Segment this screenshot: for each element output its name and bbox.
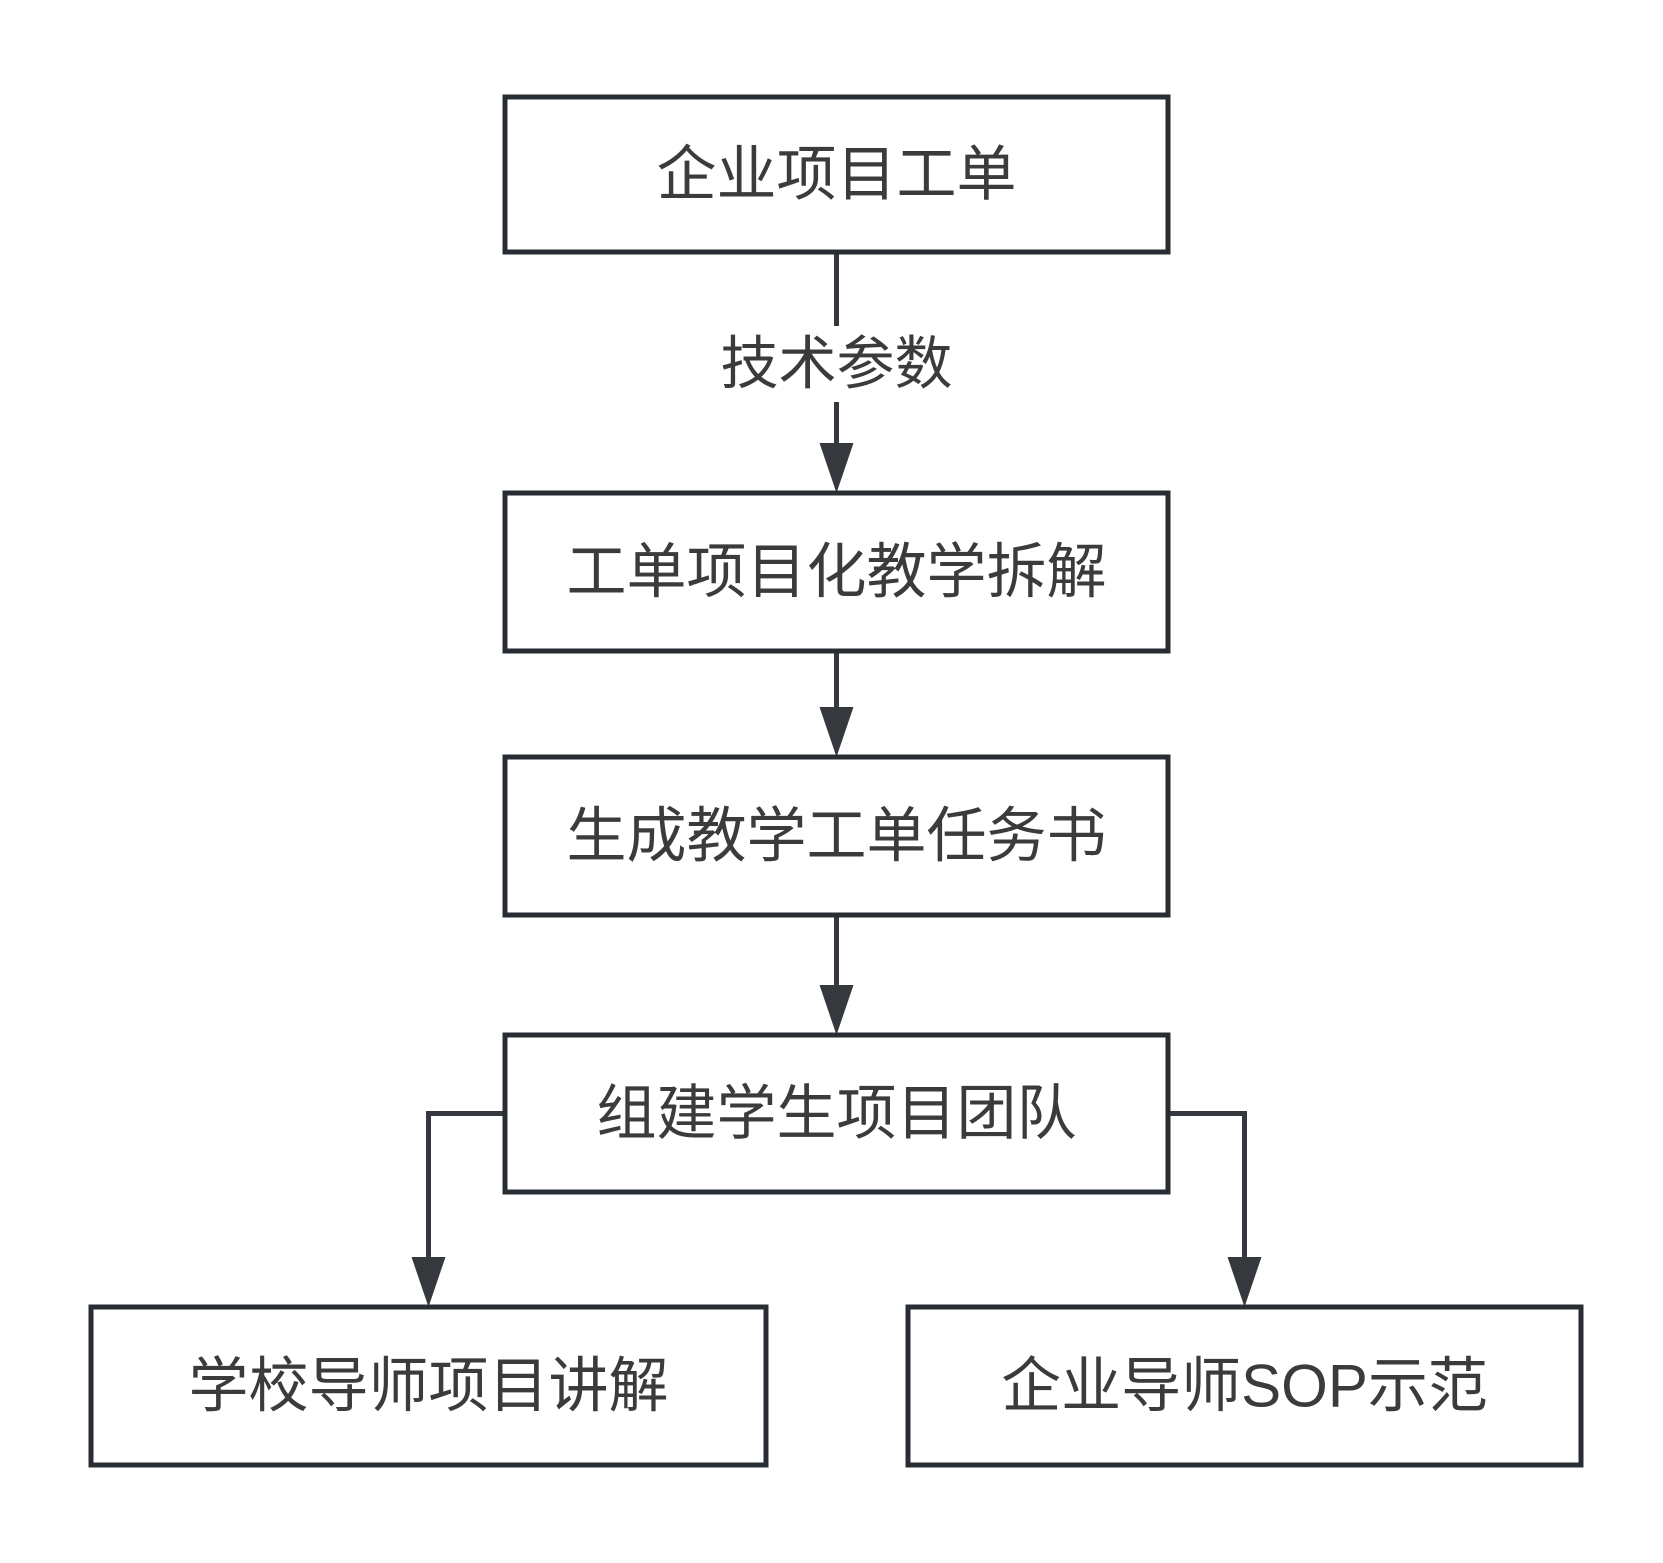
node-label: 生成教学工单任务书 <box>567 803 1107 870</box>
node-box <box>502 490 1171 654</box>
arrow-down-icon <box>819 443 854 493</box>
node-box <box>502 1032 1171 1195</box>
arrow-down-icon <box>1227 1257 1262 1307</box>
node-label: 工单项目化教学拆解 <box>567 539 1107 606</box>
arrow-down-icon <box>411 1257 446 1307</box>
flow-node-work-order-teaching-breakdown: 工单项目化教学拆解 <box>502 490 1171 654</box>
edge-line <box>1168 1111 1247 1299</box>
node-label: 企业项目工单 <box>657 141 1017 208</box>
edge-label-background <box>706 326 967 402</box>
arrow-down-icon <box>819 985 854 1035</box>
node-box <box>502 94 1171 255</box>
edge-enterprise-to-breakdown: 技术参数 <box>706 252 967 493</box>
edge-line <box>426 1111 505 1299</box>
edge-team-to-enterprise-mentor <box>1168 1111 1262 1307</box>
flow-node-enterprise-work-order: 企业项目工单 <box>502 94 1171 255</box>
node-box <box>905 1304 1584 1468</box>
edge-label: 技术参数 <box>720 332 952 397</box>
node-label: 企业导师SOP示范 <box>1001 1353 1488 1420</box>
node-box <box>502 754 1171 918</box>
flow-node-school-mentor-explanation: 学校导师项目讲解 <box>88 1304 769 1468</box>
edge-breakdown-to-taskbook <box>819 651 854 757</box>
arrow-down-icon <box>819 707 854 757</box>
edge-team-to-school-mentor <box>411 1111 505 1307</box>
node-label: 组建学生项目团队 <box>597 1080 1077 1147</box>
edge-taskbook-to-team <box>819 915 854 1035</box>
flow-node-generate-teaching-task-book: 生成教学工单任务书 <box>502 754 1171 918</box>
node-box <box>88 1304 769 1468</box>
flow-node-enterprise-mentor-sop-demo: 企业导师SOP示范 <box>905 1304 1584 1468</box>
node-label: 学校导师项目讲解 <box>189 1353 669 1420</box>
flow-node-form-student-project-team: 组建学生项目团队 <box>502 1032 1171 1195</box>
